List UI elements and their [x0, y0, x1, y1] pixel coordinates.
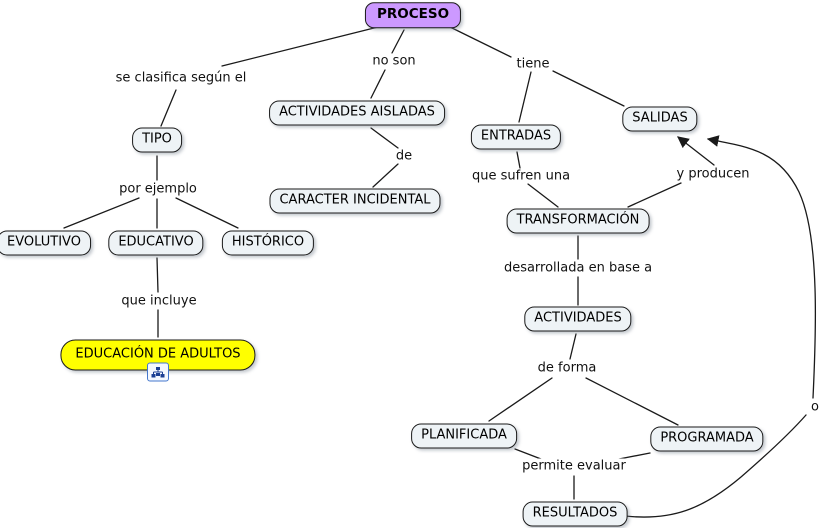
edge-actividades-de-forma	[569, 333, 577, 360]
node-actividades-aisladas[interactable]: ACTIVIDADES AISLADAS	[269, 100, 445, 126]
linking-phrase-tiene[interactable]: tiene	[514, 56, 552, 72]
edge-tiene-salidas	[552, 70, 625, 107]
edge-educativo-que-incluye	[156, 257, 159, 293]
node-evolutivo[interactable]: EVOLUTIVO	[0, 230, 91, 256]
edge-proceso-se-clasifica	[221, 26, 379, 67]
edge-por-ejemplo-evolutivo	[63, 197, 140, 229]
node-tipo[interactable]: TIPO	[132, 127, 182, 153]
concept-map-resource-icon[interactable]	[147, 362, 169, 382]
linking-phrase-por-ejemplo[interactable]: por ejemplo	[117, 181, 199, 197]
node-resultados[interactable]: RESULTADOS	[522, 501, 628, 527]
node-salidas[interactable]: SALIDAS	[622, 106, 698, 132]
node-actividades[interactable]: ACTIVIDADES	[524, 306, 632, 332]
edge-transformacion-y-producen	[627, 182, 682, 208]
edge-y-producen-salidas-arrow	[677, 136, 715, 166]
linking-phrase-permite-evaluar[interactable]: permite evaluar	[520, 458, 628, 474]
linking-phrase-se-clasifica[interactable]: se clasifica según el	[113, 70, 249, 86]
linking-phrase-desarrollada[interactable]: desarrollada en base a	[501, 260, 655, 276]
edge-o-salidas-curve-arrow	[706, 135, 817, 399]
node-entradas[interactable]: ENTRADAS	[470, 124, 562, 150]
edge-tiene-entradas	[518, 71, 532, 123]
edge-se-clasifica-tipo	[160, 89, 177, 127]
edge-proceso-tiene	[449, 26, 512, 58]
linking-phrase-y-producen[interactable]: y producen	[674, 166, 752, 182]
node-caracter-incidental[interactable]: CARACTER INCIDENTAL	[269, 188, 441, 214]
edge-entradas-que-sufren	[516, 151, 521, 169]
org-chart-glyph	[151, 366, 165, 377]
node-educativo[interactable]: EDUCATIVO	[108, 230, 204, 256]
linking-phrase-que-sufren-una[interactable]: que sufren una	[469, 168, 573, 184]
node-historico[interactable]: HISTÓRICO	[221, 230, 315, 256]
node-transformacion[interactable]: TRANSFORMACIÓN	[506, 208, 650, 234]
edge-proceso-no-son	[391, 29, 405, 54]
edge-no-son-actividades-aisladas	[370, 69, 386, 99]
linking-phrase-no-son[interactable]: no son	[370, 53, 418, 69]
edge-programada-permite-evaluar	[618, 452, 651, 460]
edge-de-forma-programada	[585, 377, 679, 426]
edge-resultados-o-curve	[624, 414, 807, 518]
edge-por-ejemplo-historico	[175, 197, 239, 229]
linking-phrase-de[interactable]: de	[393, 148, 415, 164]
edge-actividades-aisladas-de	[370, 127, 399, 149]
edge-de-caracter-incidental	[372, 163, 399, 188]
node-programada[interactable]: PROGRAMADA	[650, 426, 764, 452]
linking-phrase-de-forma[interactable]: de forma	[535, 360, 599, 376]
edge-que-sufren-transformacion	[527, 183, 559, 208]
node-planificada[interactable]: PLANIFICADA	[411, 423, 517, 449]
edge-de-forma-planificada	[488, 377, 553, 422]
node-proceso[interactable]: PROCESO	[364, 2, 462, 28]
edge-planificada-permite-evaluar	[514, 448, 542, 460]
linking-phrase-o[interactable]: o	[809, 399, 821, 415]
linking-phrase-que-incluye[interactable]: que incluye	[119, 293, 199, 309]
